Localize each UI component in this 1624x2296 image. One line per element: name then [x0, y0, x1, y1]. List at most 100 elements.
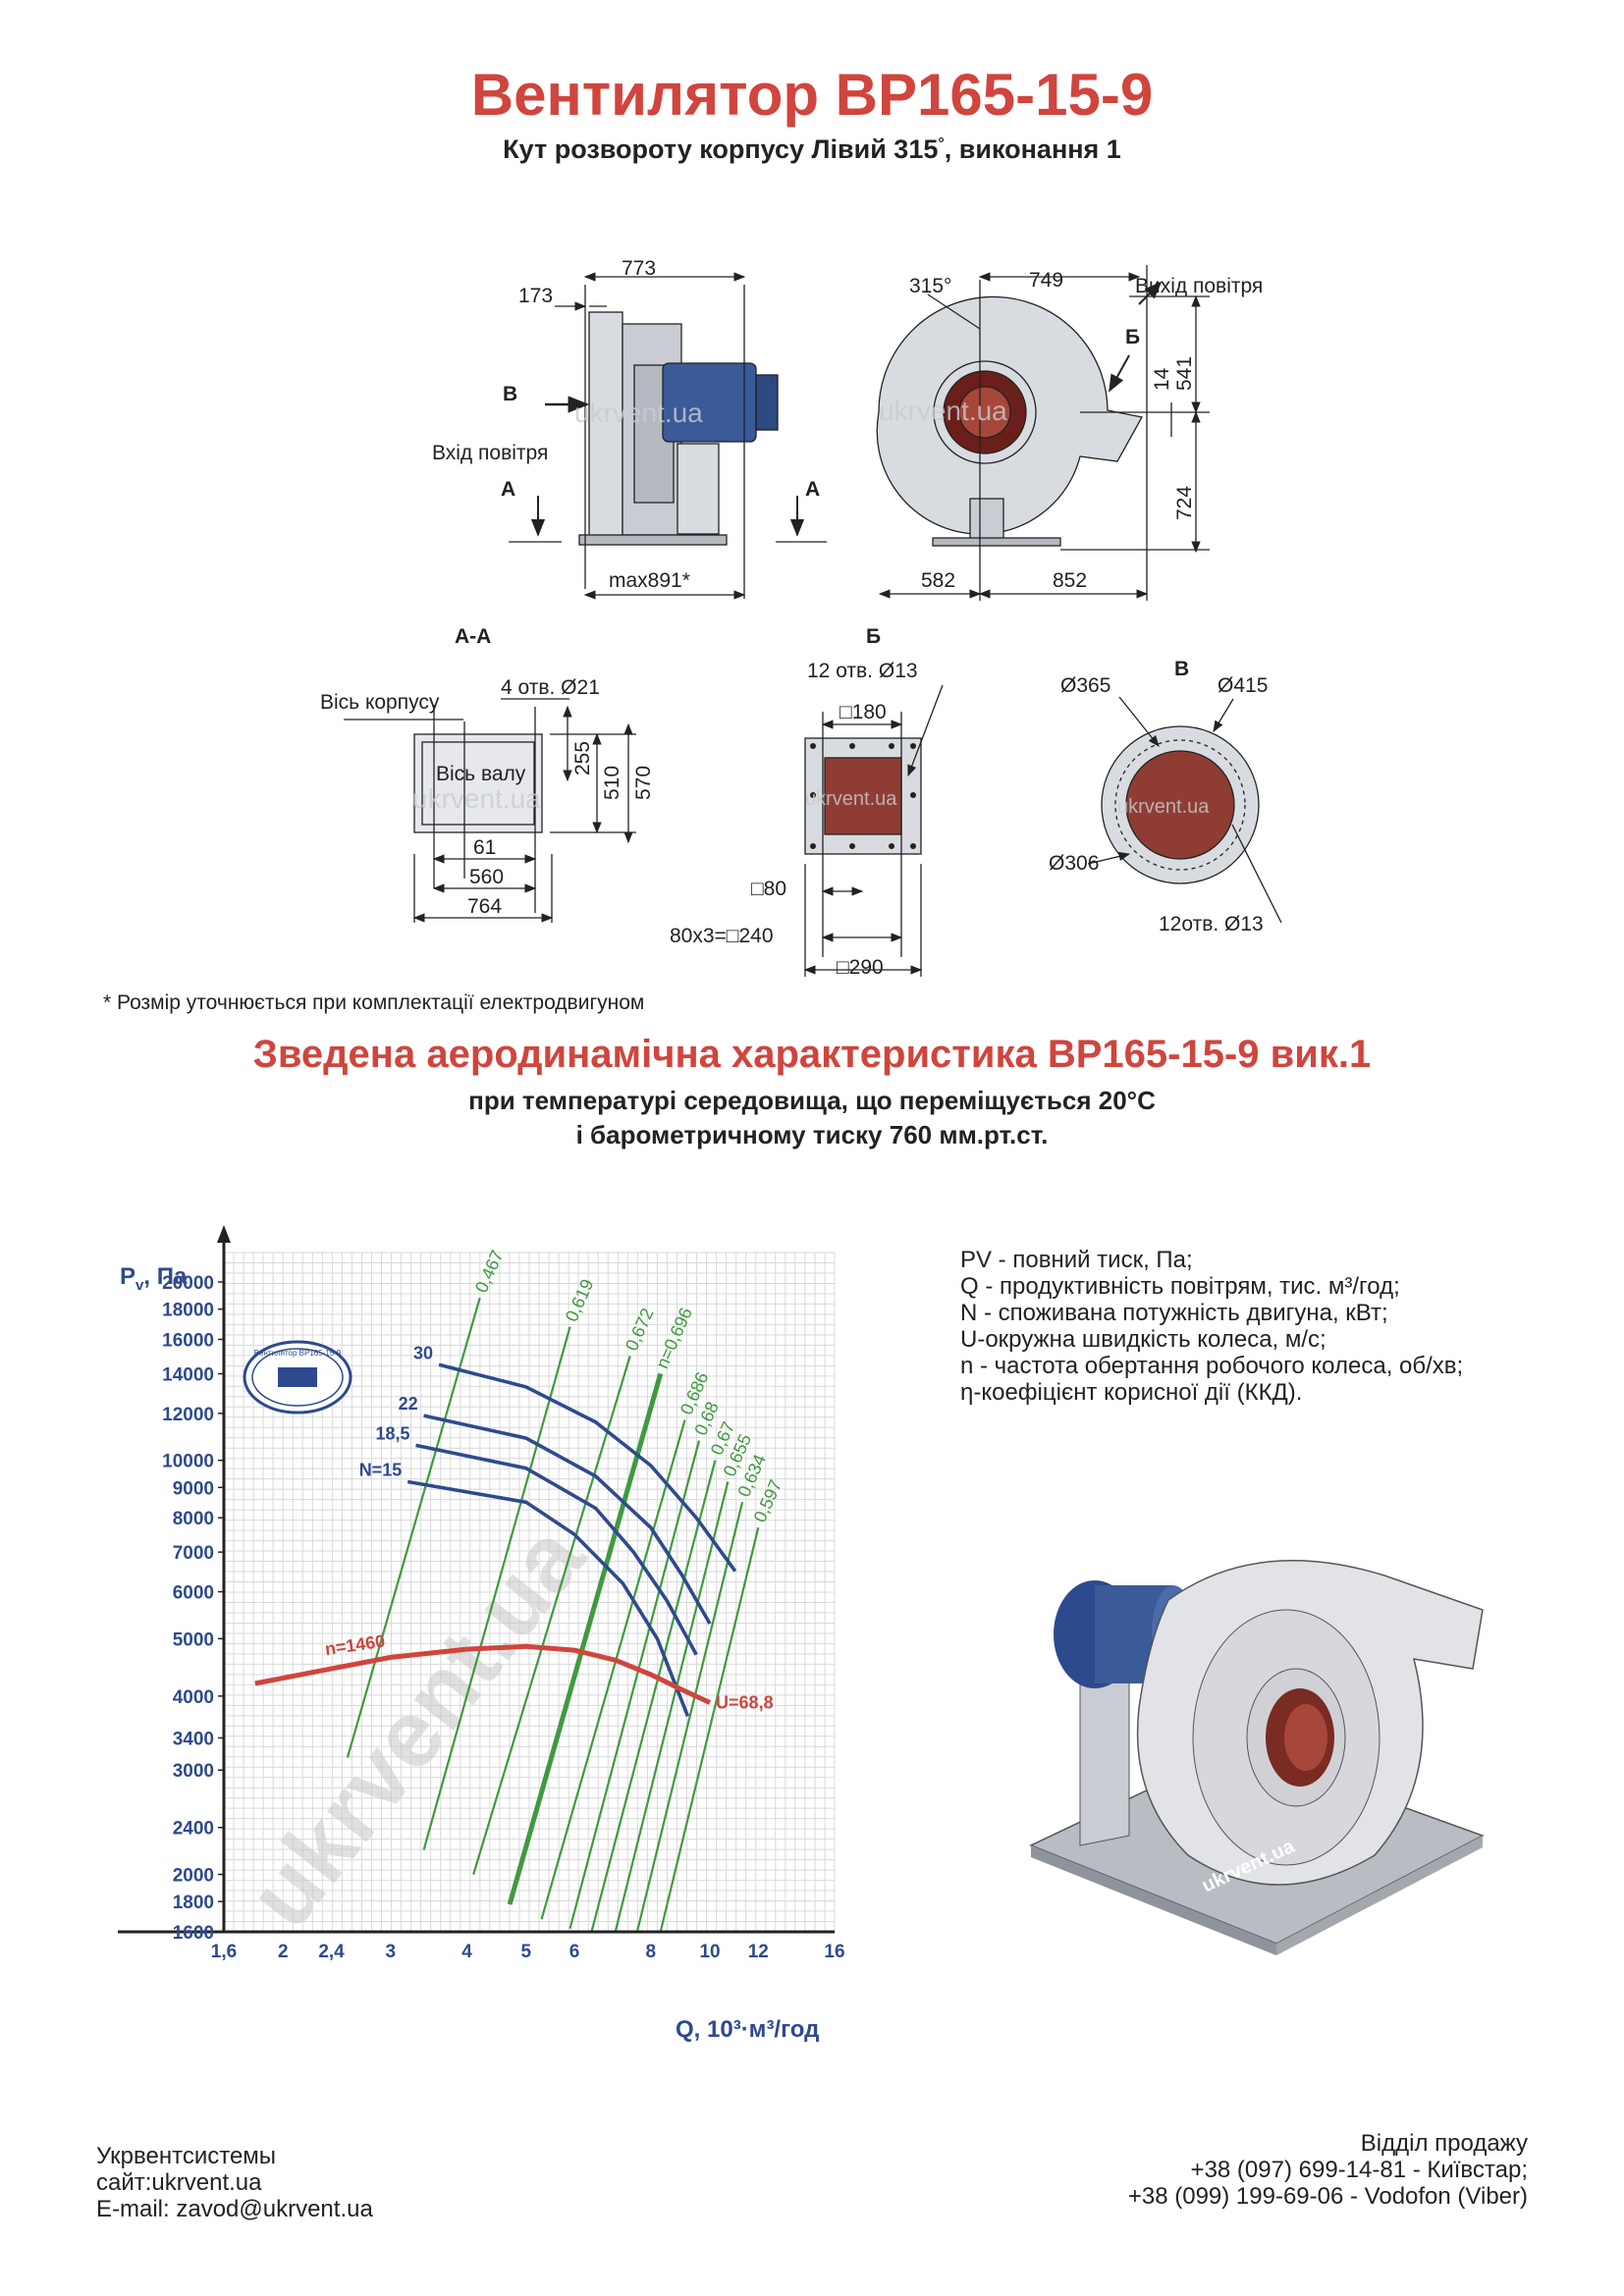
pressure-end-label: U=68,8: [716, 1692, 774, 1712]
page-title: Вентилятор ВР165-15-9: [470, 62, 1154, 128]
power-curve-label: N=15: [359, 1461, 403, 1480]
watermark-front: ukrvent.ua: [879, 396, 1007, 426]
dim-front-14: 14: [1151, 367, 1173, 391]
label-outlet: Вихід повітря: [1135, 275, 1263, 297]
footer-email[interactable]: E-mail: zavod@ukrvent.ua: [96, 2196, 373, 2222]
label-v-holes: 12отв. Ø13: [1159, 913, 1264, 935]
x-tick-label: 3: [386, 1942, 397, 1962]
x-tick-label: 16: [824, 1942, 844, 1962]
dim-front-right: 852: [1053, 569, 1087, 592]
y-tick-label: 3400: [173, 1729, 214, 1749]
y-tick-label: 20000: [162, 1273, 214, 1294]
dim-front-left: 582: [921, 569, 955, 592]
label-a-right: А: [805, 478, 820, 501]
dim-side-offset: 173: [518, 285, 553, 307]
aa-view: [344, 698, 636, 923]
x-tick-label: 1,6: [211, 1942, 237, 1962]
y-tick-label: 12000: [162, 1405, 214, 1425]
x-tick-label: 5: [521, 1942, 532, 1962]
efficiency-line: [540, 1419, 686, 1920]
y-tick-label: 2400: [173, 1819, 214, 1840]
efficiency-line: [590, 1460, 717, 1933]
section-line1: при температурі середовища, що переміщує…: [468, 1086, 1156, 1115]
chart-stamp: Вентилятор ВР165-15-9: [243, 1340, 352, 1415]
y-tick-label: 16000: [162, 1330, 214, 1351]
legend-item-pv: PV - повний тиск, Па;: [960, 1247, 1193, 1273]
power-curve: [423, 1414, 712, 1625]
dim-aa-764: 764: [467, 895, 502, 918]
x-axis-label: Q, 10³·м³/год: [676, 2016, 819, 2043]
dim-b-80: □80: [751, 878, 786, 900]
y-tick-label: 1800: [173, 1893, 214, 1913]
efficiency-line: [422, 1326, 571, 1850]
label-b-holes: 12 отв. Ø13: [807, 660, 918, 682]
stamp-text: Вентилятор ВР165-15-9: [254, 1349, 342, 1358]
view-aa-title: А-А: [455, 625, 491, 648]
dim-front-541: 541: [1173, 356, 1196, 391]
power-curve: [438, 1362, 737, 1573]
efficiency-line: [346, 1297, 481, 1758]
dim-aa-510: 510: [601, 766, 623, 800]
dim-b-290: □290: [837, 956, 884, 979]
subtitle-text: Кут розвороту корпусу Лівий 315: [503, 134, 939, 164]
dim-aa-560: 560: [469, 866, 504, 888]
efficiency-line: [472, 1356, 631, 1875]
x-tick-label: 12: [748, 1942, 769, 1962]
x-tick-label: 10: [699, 1942, 720, 1962]
dim-side-width: 773: [622, 257, 656, 280]
watermark-v: ukrvent.ua: [1117, 796, 1210, 818]
subtitle-degree: °: [938, 135, 945, 152]
power-curve-label: 30: [413, 1343, 433, 1362]
power-curve-label: 18,5: [376, 1423, 410, 1443]
y-axis-label: Pv, Па: [120, 1263, 188, 1294]
y-tick-label: 9000: [173, 1478, 214, 1499]
x-tick-label: 4: [461, 1942, 472, 1962]
label-aa-holes: 4 отв. Ø21: [501, 676, 600, 699]
y-tick-label: 2000: [173, 1866, 214, 1887]
efficiency-line: [507, 1372, 664, 1905]
power-curve-label: 22: [399, 1394, 418, 1414]
x-tick-label: 8: [645, 1942, 656, 1962]
legend-item-u: U-окружна швидкість колеса, м/с;: [960, 1326, 1326, 1353]
y-axis-arrow: [217, 1225, 231, 1243]
dim-side-base: max891*: [609, 569, 690, 592]
aero-chart: ukrvent.ua Вентилятор ВР165-15-9 0,4670,…: [118, 1225, 845, 2043]
x-tick-label: 2: [278, 1942, 289, 1962]
dim-b-pitch: 80х3=□240: [670, 925, 774, 947]
y-tick-label: 10000: [162, 1452, 214, 1472]
dim-aa-61: 61: [473, 836, 496, 859]
power-curves: 30 22 18,5N=15: [359, 1343, 737, 1717]
label-b-marker: В: [503, 383, 517, 405]
power-curve: [406, 1479, 690, 1717]
legend-item-q: Q - продуктивність повітрям, тис. м³/год…: [960, 1273, 1400, 1300]
dim-v-306: Ø306: [1049, 852, 1099, 875]
watermark-side: ukrvent.ua: [574, 398, 703, 428]
v-view: [1087, 696, 1282, 924]
y-tick-label: 5000: [173, 1629, 214, 1650]
dim-b-180: □180: [839, 701, 887, 723]
y-tick-label: 18000: [162, 1301, 214, 1321]
footer-site[interactable]: сайт:ukrvent.ua: [96, 2169, 262, 2196]
footer-phone-1[interactable]: +38 (097) 699-14-81 - Київстар;: [1190, 2157, 1528, 2183]
x-tick-label: 2,4: [318, 1942, 345, 1962]
dim-aa-255: 255: [571, 741, 594, 775]
label-b-front: Б: [1125, 326, 1140, 348]
view-b-title: Б: [866, 625, 881, 648]
y-tick-label: 1600: [173, 1923, 214, 1944]
power-curve: [415, 1443, 698, 1656]
dim-front-724: 724: [1173, 486, 1196, 520]
page-subtitle: Кут розвороту корпусу Лівий 315°, викона…: [0, 134, 1624, 165]
label-axis-shaft: Вісь валу: [436, 763, 526, 785]
dim-v-415: Ø415: [1218, 674, 1268, 697]
view-v-title: В: [1174, 658, 1189, 680]
label-a-left: А: [501, 478, 515, 501]
label-axis-body: Вісь корпусу: [320, 691, 440, 714]
front-view: [876, 265, 1210, 601]
subtitle-suffix: , виконання 1: [944, 134, 1121, 164]
b-view: [803, 684, 944, 977]
label-inlet: Вхід повітря: [432, 442, 548, 464]
footer-company: Укрвентсистемы: [96, 2143, 277, 2169]
x-tick-label: 6: [569, 1942, 580, 1962]
footer-phone-2[interactable]: +38 (099) 199-69-06 - Vodofon (Viber): [1127, 2183, 1528, 2210]
